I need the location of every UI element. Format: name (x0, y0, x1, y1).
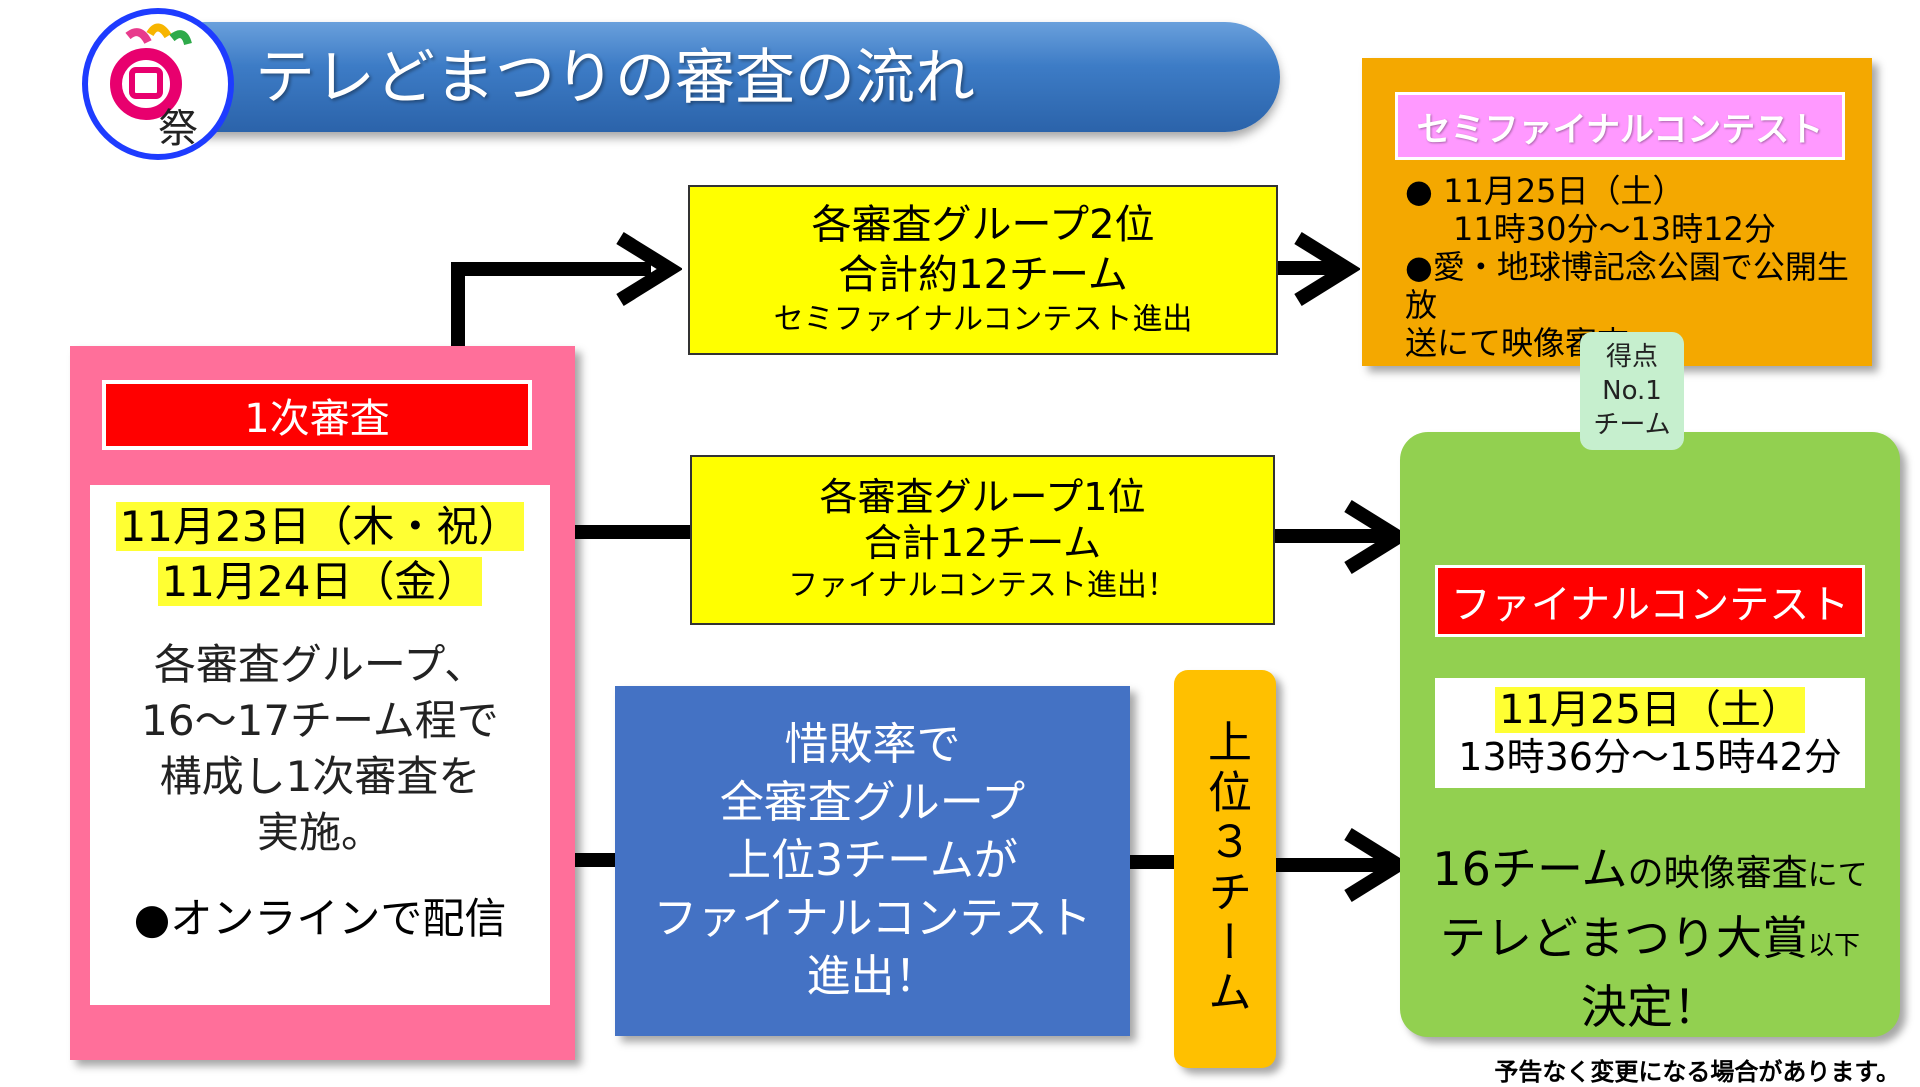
semifinal-header: セミファイナルコンテスト (1395, 92, 1845, 160)
loss-rate-line-4: ファイナルコンテスト (653, 893, 1092, 944)
final-desc-big-1: 16チーム (1432, 842, 1628, 896)
semifinal-line-1: ● 11月25日（土） (1405, 172, 1685, 210)
connector-up-horizontal (451, 262, 651, 276)
top3-label: 上位３チーム (1200, 719, 1251, 1019)
semifinal-line-2: 11時30分～13時12分 (1453, 210, 1776, 248)
title-banner (150, 22, 1280, 132)
first-round-content: 11月23日（木・祝） 11月24日（金） 各審査グループ、 16～17チーム程… (90, 485, 550, 1005)
final-desc-small-3: 以下 (1807, 931, 1860, 961)
loss-rate-line-5: 進出！ (806, 951, 939, 1002)
arrow-head-semi-icon (1294, 232, 1360, 306)
final-desc-small-1: の映像審査 (1627, 853, 1808, 894)
semifinal-details: ● 11月25日（土） 11時30分～13時12分 ●愛・地球博記念公園で公開生… (1405, 172, 1865, 362)
final-date-box: 11月25日（土） 13時36分～15時42分 (1435, 678, 1865, 788)
loss-rate-line-3: 上位3チームが (727, 835, 1018, 886)
first-round-date-2: 11月24日（金） (157, 557, 483, 606)
first-round-desc-2: 16～17チーム程で (141, 696, 499, 745)
score-badge-line-2: No.1 (1602, 376, 1662, 406)
top3-box: 上位３チーム (1174, 670, 1276, 1068)
first-place-line-3: ファイナルコンテスト進出！ (788, 568, 1177, 603)
first-place-line-1: 各審査グループ1位 (819, 475, 1146, 519)
loss-rate-box: 惜敗率で 全審査グループ 上位3チームが ファイナルコンテスト 進出！ (615, 686, 1130, 1036)
terredomatsuri-logo-icon: 祭 (82, 8, 234, 160)
connector-low-right (1275, 858, 1390, 872)
logo-graphic: 祭 (110, 23, 198, 152)
first-round-online: ●オンラインで配信 (133, 894, 507, 943)
score-badge-line-1: 得点 (1605, 342, 1658, 372)
final-header: ファイナルコンテスト (1435, 565, 1865, 637)
footnote: 予告なく変更になる場合があります。 (1494, 1058, 1900, 1086)
connector-semi (1275, 261, 1340, 275)
connector-up-vertical (451, 262, 465, 346)
page-title: テレどまつりの審査の流れ (255, 43, 975, 113)
first-round-header-label: 1次審査 (244, 396, 390, 442)
final-date: 11月25日（土） (1495, 687, 1805, 733)
connector-mid-right (1275, 529, 1390, 543)
loss-rate-line-2: 全審査グループ (719, 777, 1026, 828)
connector-low-left (575, 853, 615, 867)
final-header-label: ファイナルコンテスト (1450, 582, 1850, 628)
final-desc-big-3: 決定！ (1581, 980, 1719, 1034)
score-badge-line-3: チーム (1593, 410, 1671, 440)
final-desc-small-2: にて (1807, 858, 1868, 893)
semifinal-header-label: セミファイナルコンテスト (1416, 109, 1824, 150)
first-place-box: 各審査グループ1位 合計12チーム ファイナルコンテスト進出！ (690, 455, 1275, 625)
arrow-head-top3-icon (1344, 828, 1410, 902)
first-round-desc-4: 実施。 (256, 808, 383, 857)
first-round-date-1: 11月23日（木・祝） (115, 502, 525, 551)
first-place-line-2: 合計12チーム (863, 521, 1102, 565)
second-place-line-2: 合計約12チーム (838, 252, 1128, 298)
loss-rate-line-1: 惜敗率で (784, 719, 961, 770)
arrow-head-1st-icon (1344, 500, 1410, 574)
connector-mid-left (575, 525, 690, 539)
second-place-line-3: セミファイナルコンテスト進出 (773, 302, 1193, 337)
logo-glyph: 祭 (158, 106, 198, 152)
first-round-desc-3: 構成し1次審査を (159, 752, 481, 801)
score-badge: 得点 No.1 チーム (1580, 332, 1684, 450)
arrow-head-2nd-icon (616, 232, 682, 306)
first-round-header: 1次審査 (102, 380, 532, 450)
connector-low-mid (1130, 855, 1174, 869)
second-place-box: 各審査グループ2位 合計約12チーム セミファイナルコンテスト進出 (688, 185, 1278, 355)
final-description: 16チームの映像審査にて テレどまつり大賞以下 決定！ (1405, 840, 1895, 1047)
final-time: 13時36分～15時42分 (1458, 735, 1842, 779)
second-place-line-1: 各審査グループ2位 (811, 202, 1155, 248)
final-desc-big-2: テレどまつり大賞 (1439, 911, 1808, 965)
first-round-desc-1: 各審査グループ、 (153, 640, 487, 689)
semifinal-line-3: ●愛・地球博記念公園で公開生放 (1405, 248, 1849, 324)
